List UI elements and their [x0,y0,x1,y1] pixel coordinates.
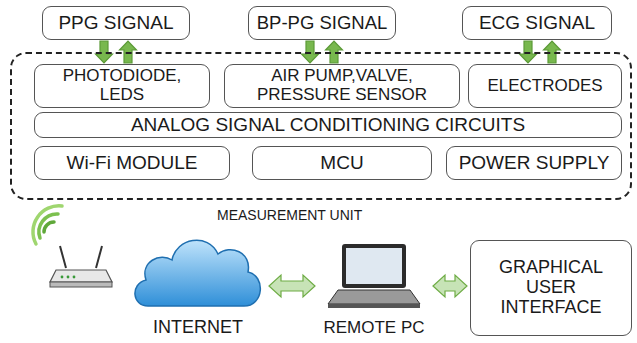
wave [44,222,54,232]
component-box: PHOTODIODE, LEDS [34,64,210,108]
led [67,276,70,279]
router-body [50,270,112,282]
node-label: PHOTODIODE, LEDS [35,67,209,104]
led [73,276,76,279]
router [50,246,112,287]
node-label: REMOTE PC [318,319,430,338]
signal-box: BP-PG SIGNAL [248,6,396,40]
wifi-waves [33,206,62,244]
component-box: Wi-Fi MODULE [34,146,230,180]
base [328,304,420,308]
component-box: MCU [252,146,432,180]
group-label: MEASUREMENT UNIT [217,208,362,223]
node-label: PPG SIGNAL [52,13,179,34]
wave [39,214,58,238]
node-label: ELECTRODES [481,77,608,96]
laptop-icon [318,236,430,312]
gui-box: GRAPHICAL USER INTERFACE [470,240,632,336]
signal-box: PPG SIGNAL [42,6,190,40]
cloud-icon [130,226,266,314]
node-label: POWER SUPPLY [453,153,616,174]
node-label: MCU [314,153,369,174]
node-label: ECG SIGNAL [473,13,601,34]
internet-cloud: INTERNET [130,226,266,338]
router-base [50,282,112,287]
remote-pc: REMOTE PC [318,236,430,338]
cloud-shape [135,240,260,306]
block-arrow [433,275,467,297]
keyboard [328,290,420,304]
node-label: BP-PG SIGNAL [251,13,394,33]
antenna [96,246,102,268]
signal-box: ECG SIGNAL [462,6,612,40]
node-label: ANALOG SIGNAL CONDITIONING CIRCUITS [125,115,531,136]
component-box: AIR PUMP,VALVE, PRESSURE SENSOR [224,64,460,108]
node-label: Wi-Fi MODULE [61,153,204,174]
node-label: AIR PUMP,VALVE, PRESSURE SENSOR [225,67,459,104]
wave [33,206,62,244]
led [61,276,64,279]
unit-boundary: MEASUREMENT UNITPHOTODIODE, LEDSAIR PUMP… [10,52,632,200]
node-label: GRAPHICAL USER INTERFACE [471,258,631,317]
circuit-band: ANALOG SIGNAL CONDITIONING CIRCUITS [34,112,622,138]
component-box: ELECTRODES [468,64,622,108]
display [346,248,402,284]
node-label: INTERNET [130,318,266,338]
component-box: POWER SUPPLY [446,146,622,180]
screen [342,244,406,288]
block-arrow [269,275,315,297]
antenna [60,246,66,268]
